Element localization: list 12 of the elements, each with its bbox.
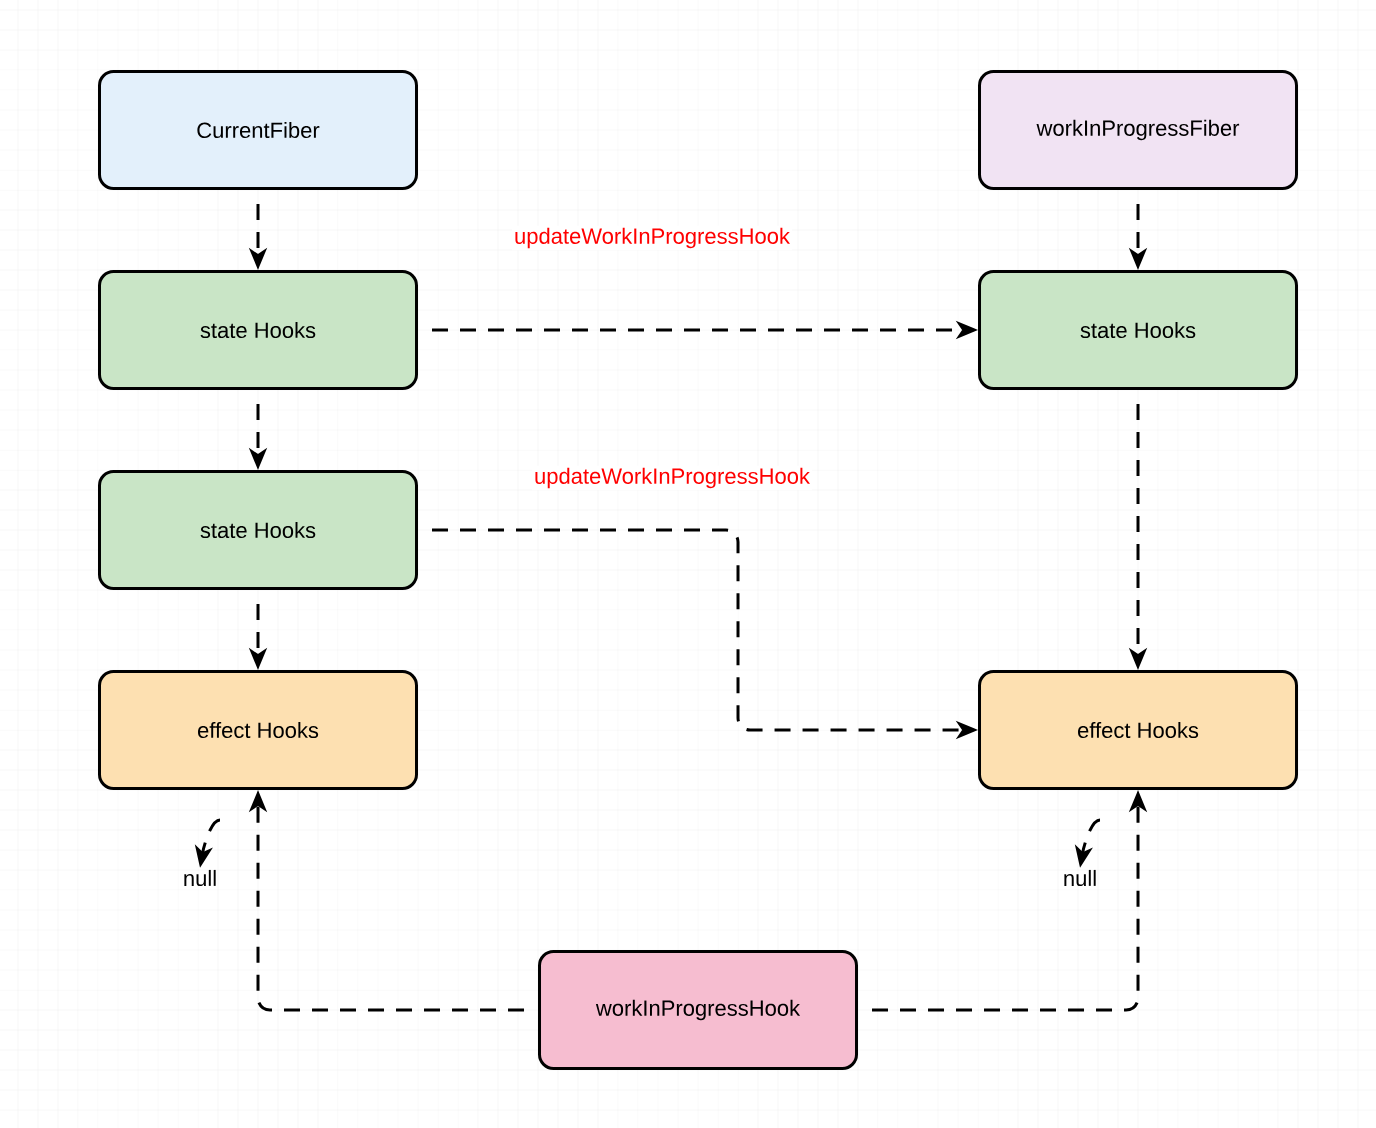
edge-label: updateWorkInProgressHook — [532, 465, 812, 491]
edge-label: updateWorkInProgressHook — [512, 225, 792, 251]
process-box: state Hooks — [98, 470, 418, 590]
null-label: null — [184, 869, 216, 887]
process-box: workInProgressFiber — [978, 70, 1298, 190]
process-box: effect Hooks — [978, 670, 1298, 790]
null-label: null — [1064, 869, 1096, 887]
process-box: workInProgressHook — [538, 950, 858, 1070]
process-box: effect Hooks — [98, 670, 418, 790]
process-box: CurrentFiber — [98, 70, 418, 190]
process-box: state Hooks — [978, 270, 1298, 390]
process-box: state Hooks — [98, 270, 418, 390]
